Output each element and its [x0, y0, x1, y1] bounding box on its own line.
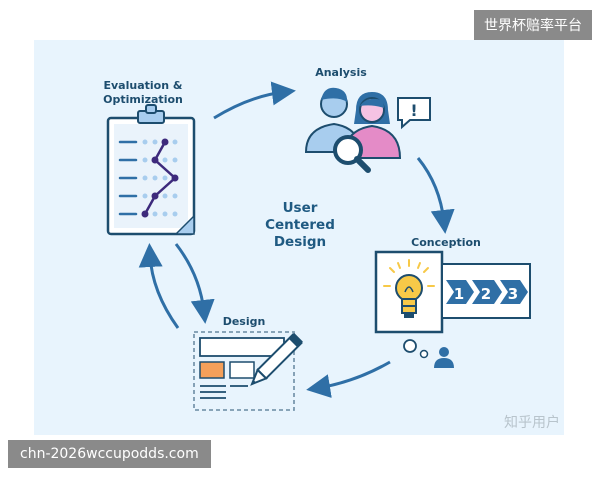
thought-bubbles-icon [403, 339, 429, 359]
wireframe-pencil-icon [193, 331, 303, 411]
evaluation-label: Evaluation & Optimization [88, 79, 198, 107]
arrow-evaluation-to-design-down [174, 243, 215, 324]
evaluation-label-line2: Optimization [103, 93, 183, 106]
bottom-watermark-badge: chn-2026wccupodds.com [8, 440, 211, 468]
arrow-conception-to-design [306, 360, 391, 398]
watermark-text: 知乎用户 [504, 415, 560, 431]
step-1: 1 [454, 285, 464, 303]
users-search-icon [304, 87, 402, 173]
alert-symbol: ! [410, 101, 417, 120]
arrow-analysis-to-conception [416, 157, 455, 234]
design-label: Design [222, 315, 266, 328]
evaluation-label-line1: Evaluation & [103, 79, 183, 92]
top-watermark-badge: 世界杯赔率平台 [474, 10, 592, 40]
arrow-evaluation-to-analysis [213, 81, 296, 120]
alert-speech-bubble-icon: ! [397, 97, 431, 130]
center-title-line2: Centered [265, 217, 335, 233]
step-2: 2 [481, 285, 491, 303]
center-title-line3: Design [273, 234, 327, 250]
numbered-steps-banner: 1 2 3 [441, 263, 531, 319]
conception-label: Conception [411, 236, 481, 249]
lightbulb-idea-icon [374, 250, 444, 334]
step-3: 3 [508, 285, 518, 303]
arrow-design-to-evaluation-up [138, 243, 180, 329]
center-title: User Centered Design [250, 200, 350, 251]
center-title-line1: User [282, 200, 318, 216]
diagram-background [34, 40, 564, 435]
user-icon [434, 347, 454, 368]
analysis-label: Analysis [315, 66, 367, 79]
clipboard-checklist-icon [106, 104, 196, 236]
